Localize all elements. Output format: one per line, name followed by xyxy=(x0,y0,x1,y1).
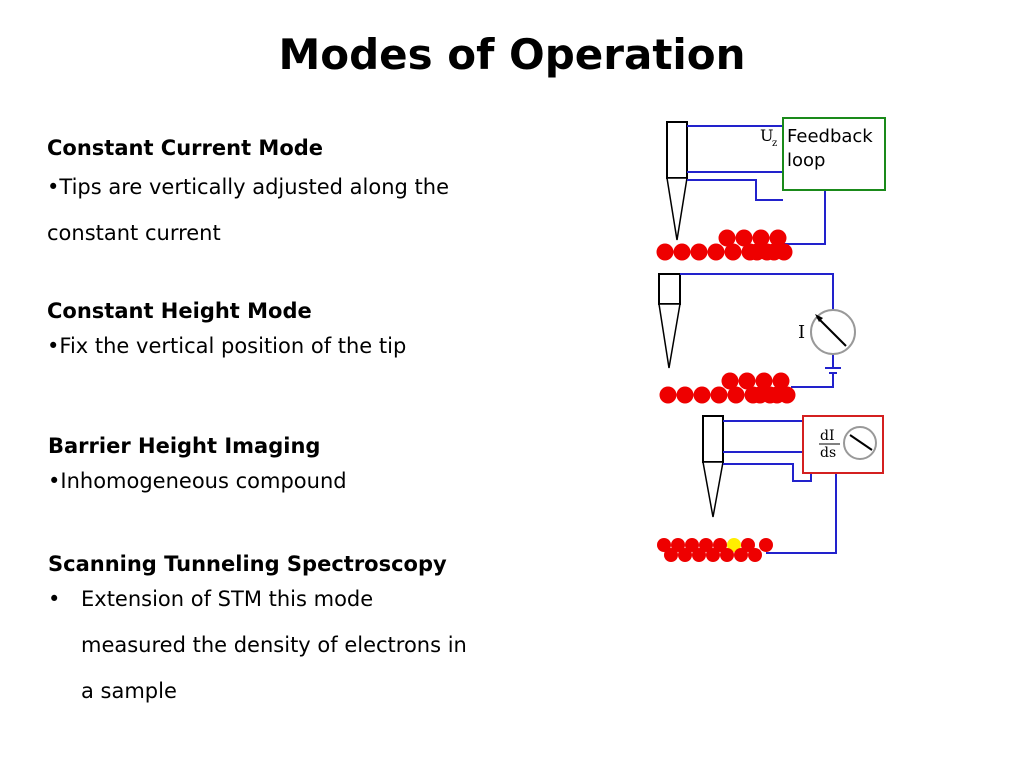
atom xyxy=(769,229,787,247)
atom xyxy=(721,372,739,390)
feedback-loop-box xyxy=(782,117,886,191)
section-heading: Barrier Height Imaging xyxy=(48,434,321,458)
diagram-constant-height: I xyxy=(658,273,856,404)
atom-layer xyxy=(656,229,793,261)
atom xyxy=(772,372,790,390)
atom xyxy=(706,548,720,562)
section-sts: Scanning Tunneling Spectroscopy • Extens… xyxy=(48,552,467,714)
atom xyxy=(748,548,762,562)
atom xyxy=(671,538,685,552)
wire xyxy=(687,179,783,201)
section-heading: Constant Current Mode xyxy=(47,136,324,160)
atom xyxy=(713,538,727,552)
atom xyxy=(690,243,708,261)
atom xyxy=(693,386,711,404)
section-barrier-height: Barrier Height Imaging •Inhomogeneous co… xyxy=(48,434,347,504)
ammeter-needle-head xyxy=(815,314,823,322)
voltage-subscript: z xyxy=(772,138,777,149)
atom xyxy=(685,538,699,552)
tip xyxy=(658,303,681,369)
atom xyxy=(727,538,741,552)
atom xyxy=(656,243,674,261)
section-heading: Scanning Tunneling Spectroscopy xyxy=(48,552,447,576)
wire xyxy=(687,171,790,191)
atom xyxy=(755,372,773,390)
atom xyxy=(748,243,766,261)
atom-layer xyxy=(659,372,796,404)
meter-needle xyxy=(849,434,873,451)
atom xyxy=(673,243,691,261)
tip xyxy=(702,461,724,518)
atom xyxy=(718,229,736,247)
atom xyxy=(735,229,753,247)
atom xyxy=(751,386,769,404)
atom xyxy=(724,243,742,261)
atom xyxy=(720,548,734,562)
derivative-denominator: ds xyxy=(820,445,836,461)
atom xyxy=(678,548,692,562)
atom xyxy=(752,229,770,247)
current-label: I xyxy=(798,322,805,343)
atom xyxy=(727,386,745,404)
wire xyxy=(766,473,837,554)
atom xyxy=(676,386,694,404)
atom xyxy=(699,538,713,552)
section-text-line: measured the density of electrons in xyxy=(81,633,467,657)
tip-holder xyxy=(702,415,724,463)
section-text-line: Extension of STM this mode xyxy=(81,587,374,611)
wire xyxy=(825,352,841,369)
feedback-label: Feedback xyxy=(787,126,873,147)
atom xyxy=(664,548,678,562)
section-text-line: •Inhomogeneous compound xyxy=(48,469,347,493)
wire xyxy=(680,273,834,318)
atom xyxy=(659,386,677,404)
atom-layer xyxy=(657,538,773,562)
section-constant-height: Constant Height Mode •Fix the vertical p… xyxy=(47,299,406,369)
voltage-label: U xyxy=(760,126,773,145)
section-text-line: •Tips are vertically adjusted along the xyxy=(47,175,449,199)
atom xyxy=(738,372,756,390)
atom xyxy=(765,243,783,261)
atom xyxy=(759,538,773,552)
bullet-marker: • xyxy=(48,587,61,611)
section-text-line: constant current xyxy=(47,221,221,245)
slide-title: Modes of Operation xyxy=(278,30,746,79)
section-text-line: a sample xyxy=(81,679,177,703)
atom xyxy=(734,548,748,562)
wire xyxy=(791,373,834,388)
atom xyxy=(741,538,755,552)
wire xyxy=(783,190,826,245)
atom xyxy=(692,548,706,562)
derivative-numerator: dI xyxy=(820,428,835,444)
atom xyxy=(657,538,671,552)
feedback-label: loop xyxy=(787,150,825,171)
section-text-line: •Fix the vertical position of the tip xyxy=(47,334,407,358)
diagram-constant-current: Feedback loop U z xyxy=(656,117,886,261)
wire xyxy=(723,463,812,482)
ammeter-needle xyxy=(816,316,847,347)
atom xyxy=(710,386,728,404)
section-heading: Constant Height Mode xyxy=(47,299,312,323)
tip-holder xyxy=(658,273,681,305)
section-constant-current: Constant Current Mode •Tips are vertical… xyxy=(47,136,449,256)
atom xyxy=(707,243,725,261)
diagram-barrier-height: dI ds xyxy=(657,415,884,562)
tip xyxy=(666,177,688,241)
tip-holder xyxy=(666,121,688,179)
atom xyxy=(768,386,786,404)
